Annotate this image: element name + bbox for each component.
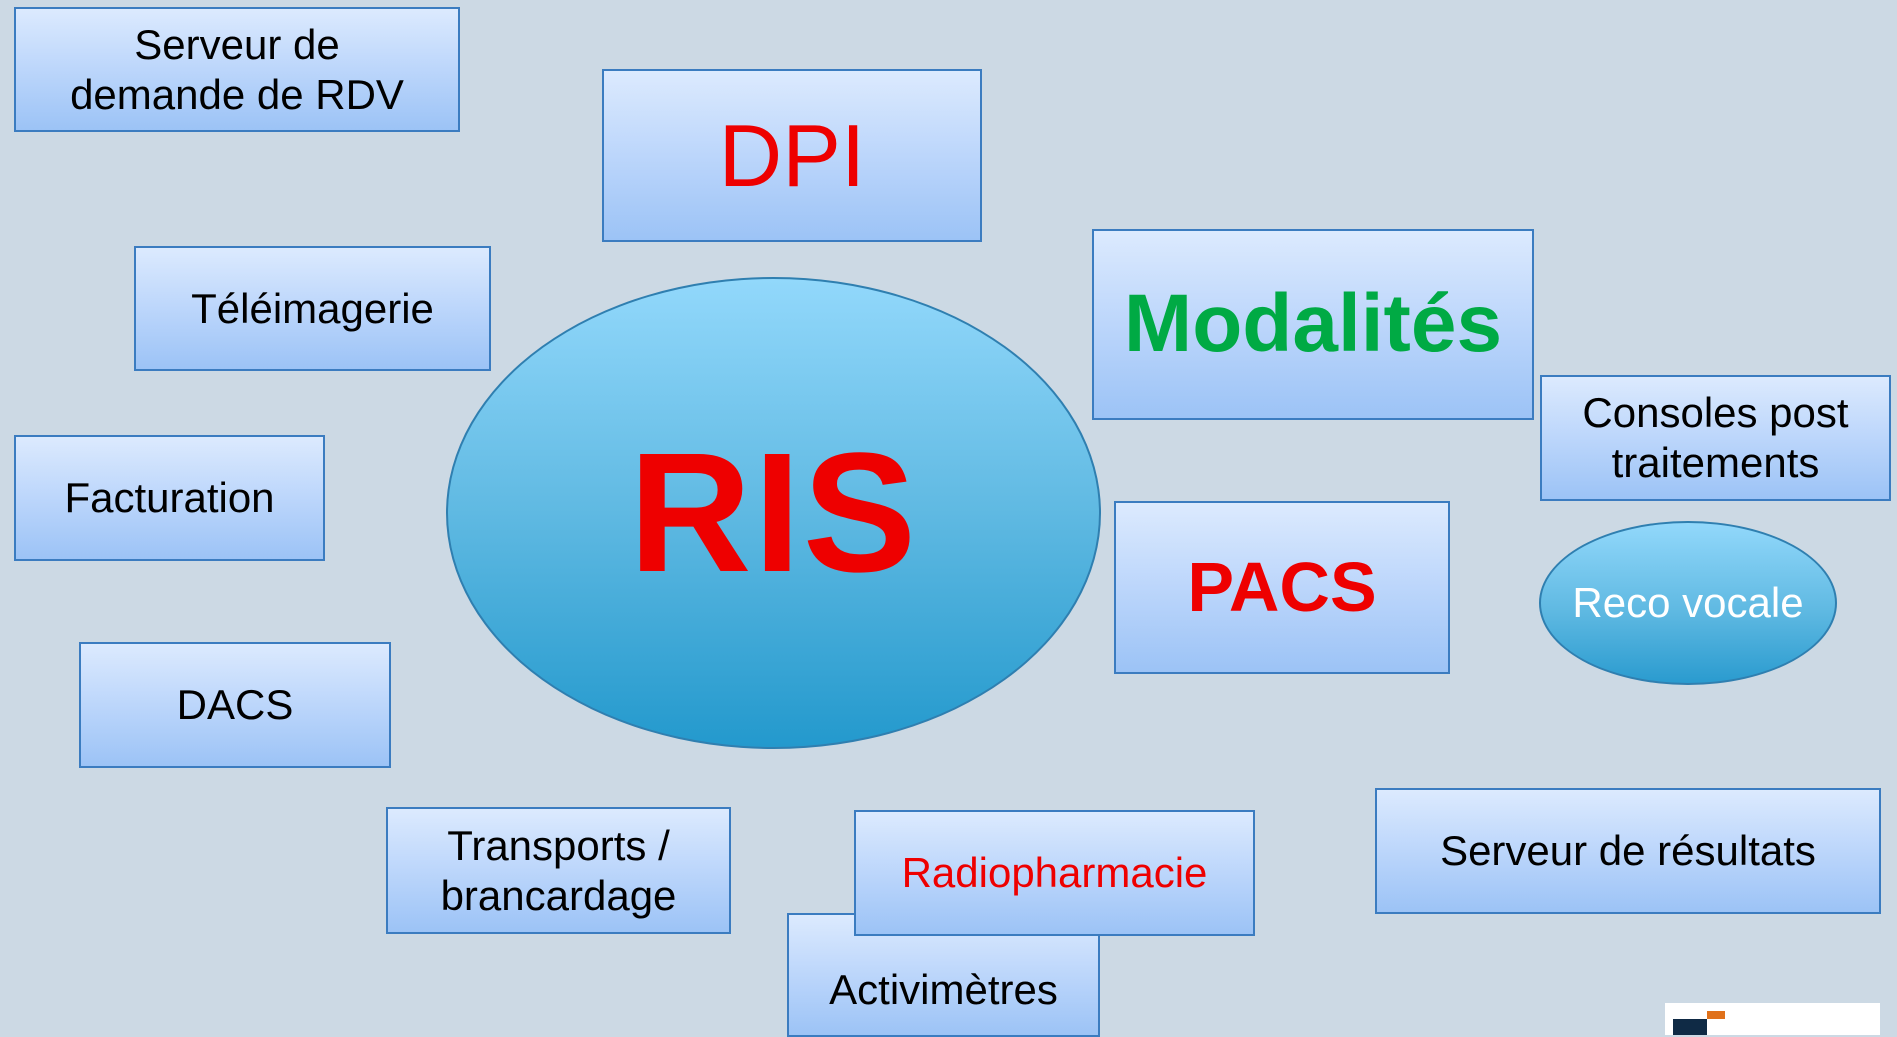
node-dpi-label: DPI: [718, 105, 866, 205]
node-dacs: DACS: [79, 642, 391, 768]
node-reco-line2: vocale: [1682, 578, 1804, 626]
node-transports-brancardage: Transports / brancardage: [386, 807, 731, 934]
node-facturation-label: Facturation: [64, 474, 275, 522]
node-facturation: Facturation: [14, 435, 325, 561]
node-consoles-line1: Consoles post: [1582, 389, 1849, 437]
node-modalites-label: Modalités: [1123, 278, 1503, 370]
node-activimetres-label: Activimètres: [829, 966, 1058, 1014]
center-ris: RIS: [446, 277, 1101, 749]
node-serveur-resultats-label: Serveur de résultats: [1440, 827, 1816, 875]
node-pacs: PACS: [1114, 501, 1450, 674]
node-teleimagerie: Téléimagerie: [134, 246, 491, 371]
node-consoles-post-traitements: Consoles post traitements: [1540, 375, 1891, 501]
logo-mark-orange: [1707, 1011, 1725, 1019]
node-pacs-label: PACS: [1187, 548, 1377, 627]
node-radiopharmacie-label: Radiopharmacie: [901, 849, 1208, 897]
node-dacs-label: DACS: [176, 681, 294, 729]
node-serveur-demande-rdv-line2: demande de RDV: [70, 70, 404, 118]
center-ris-label: RIS: [628, 418, 919, 608]
node-serveur-demande-rdv: Serveur de demande de RDV: [14, 7, 460, 132]
logo-mark-dark: [1673, 1019, 1707, 1035]
node-radiopharmacie: Radiopharmacie: [854, 810, 1255, 936]
node-transports-line2: brancardage: [440, 871, 677, 919]
node-modalites: Modalités: [1092, 229, 1534, 420]
node-reco-line1: Reco: [1572, 578, 1671, 626]
node-reco-vocale: Reco vocale: [1539, 521, 1837, 685]
node-serveur-resultats: Serveur de résultats: [1375, 788, 1881, 914]
node-dpi: DPI: [602, 69, 982, 242]
corner-logo: [1665, 1003, 1880, 1035]
node-consoles-line2: traitements: [1611, 439, 1820, 486]
node-transports-line1: Transports /: [447, 821, 670, 869]
node-serveur-demande-rdv-line1: Serveur de: [134, 20, 340, 68]
node-teleimagerie-label: Téléimagerie: [191, 284, 434, 332]
